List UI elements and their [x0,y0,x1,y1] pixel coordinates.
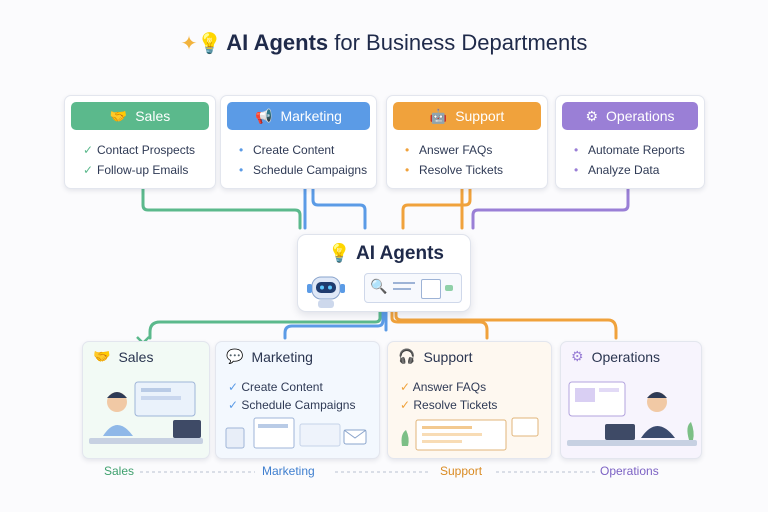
bottom-card-sales-label: Sales [118,348,154,365]
top-card-sales: 🤝 Sales ✓Contact Prospects ✓Follow-up Em… [64,95,216,189]
top-card-marketing-label: Marketing [280,108,342,124]
top-card-sales-items: ✓Contact Prospects ✓Follow-up Emails [83,140,195,180]
bottom-card-support: 🎧 Support ✓ Answer FAQs ✓ Resolve Ticket… [387,341,552,459]
list-item: ✓ Create Content [228,380,323,394]
footer-label-support: Support [440,464,483,478]
robot-icon [307,276,345,308]
bottom-card-operations-header: ⚙ Operations [571,348,660,365]
bulb-icon: ✦💡 [180,33,223,55]
top-card-support: 🤖 Support •Answer FAQs •Resolve Tickets [386,95,548,189]
bottom-card-support-header: 🎧 Support [398,348,472,365]
top-card-sales-label: Sales [135,108,171,124]
support-illustration [401,417,539,451]
bottom-card-operations: ⚙ Operations [560,341,702,459]
sales-flow-in [141,186,302,230]
hub-title: AI Agents [356,243,444,264]
item-text: Contact Prospects [97,143,196,157]
megaphone-icon: 📢 [255,107,273,124]
marketing-illustration [225,417,367,449]
list-item: ✓Contact Prospects [83,143,196,157]
magnifier-icon: 🔍 [370,278,388,294]
item-text: Create Content [241,380,323,394]
list-item: •Schedule Campaigns [239,163,368,177]
support-flow-in-b [401,186,472,230]
top-card-support-label: Support [455,108,505,124]
top-card-operations-header: ⚙ Operations [562,102,698,130]
bottom-card-sales-header: 🤝 Sales [93,348,153,365]
item-text: Schedule Campaigns [253,163,368,177]
sales-agent-illustration [89,381,203,444]
footer-label-marketing: Marketing [262,464,315,478]
bottom-card-marketing-label: Marketing [251,348,313,365]
top-card-marketing: 📢 Marketing •Create Content •Schedule Ca… [220,95,377,189]
support-flow-out [390,310,489,340]
item-text: Resolve Tickets [419,163,504,177]
item-text: Schedule Campaigns [241,398,356,412]
item-text: Answer FAQs [412,380,487,394]
footer-label-operations: Operations [600,464,659,478]
bottom-card-support-items: ✓ Answer FAQs ✓ Resolve Tickets [400,378,497,414]
item-text: Follow-up Emails [97,163,189,177]
item-text: Automate Reports [588,143,685,157]
headset-icon: 🎧 [398,348,416,364]
chat-icon: 💬 [226,348,244,364]
bottom-card-support-label: Support [423,348,473,365]
title-rest: for Business Departments [328,30,588,55]
lightbulb-icon: 💡 [328,243,351,263]
handshake-icon: 🤝 [109,107,128,124]
marketing-flow-out [283,310,385,340]
page-title: ✦💡AI Agents for Business Departments [0,30,768,56]
bottom-card-marketing-items: ✓ Create Content ✓ Schedule Campaigns [228,378,355,414]
top-card-operations-items: •Automate Reports •Analyze Data [574,140,685,180]
top-card-marketing-header: 📢 Marketing [227,102,370,130]
list-item: •Automate Reports [574,143,685,157]
item-text: Analyze Data [588,163,660,177]
robot-face-icon: 🤖 [429,107,448,124]
document-search-panel: 🔍 [364,273,462,303]
list-item: ✓ Schedule Campaigns [228,398,356,412]
top-card-sales-header: 🤝 Sales [71,102,209,130]
sales-flow-out [148,310,382,340]
handshake-icon: 🤝 [93,348,111,364]
item-text: Resolve Tickets [413,398,498,412]
list-item: ✓ Answer FAQs [400,380,487,394]
operations-agent-illustration [567,381,697,446]
gear-icon: ⚙ [571,348,584,364]
title-bold: AI Agents [226,30,329,55]
top-card-marketing-items: •Create Content •Schedule Campaigns [239,140,367,180]
bottom-card-marketing: 💬 Marketing ✓ Create Content ✓ Schedule … [215,341,380,459]
gear-icon: ⚙ [585,107,599,124]
top-card-support-header: 🤖 Support [393,102,541,130]
list-item: ✓ Resolve Tickets [400,398,498,412]
top-card-support-items: •Answer FAQs •Resolve Tickets [405,140,503,180]
list-item: •Answer FAQs [405,143,493,157]
bottom-card-marketing-header: 💬 Marketing [226,348,313,365]
marketing-flow-in-b [311,186,367,230]
top-card-operations-label: Operations [606,108,675,124]
ai-agents-hub: 💡 AI Agents 🔍 [297,234,471,312]
item-text: Create Content [253,143,335,157]
footer-label-sales: Sales [104,464,135,478]
item-text: Answer FAQs [419,143,493,157]
list-item: •Resolve Tickets [405,163,504,177]
bottom-card-sales: 🤝 Sales [82,341,210,459]
operations-flow-in [471,186,630,230]
list-item: •Analyze Data [574,163,660,177]
list-item: ✓Follow-up Emails [83,163,189,177]
top-card-operations: ⚙ Operations •Automate Reports •Analyze … [555,95,705,189]
list-item: •Create Content [239,143,335,157]
operations-flow-out [394,310,618,340]
bottom-card-operations-label: Operations [591,348,661,365]
